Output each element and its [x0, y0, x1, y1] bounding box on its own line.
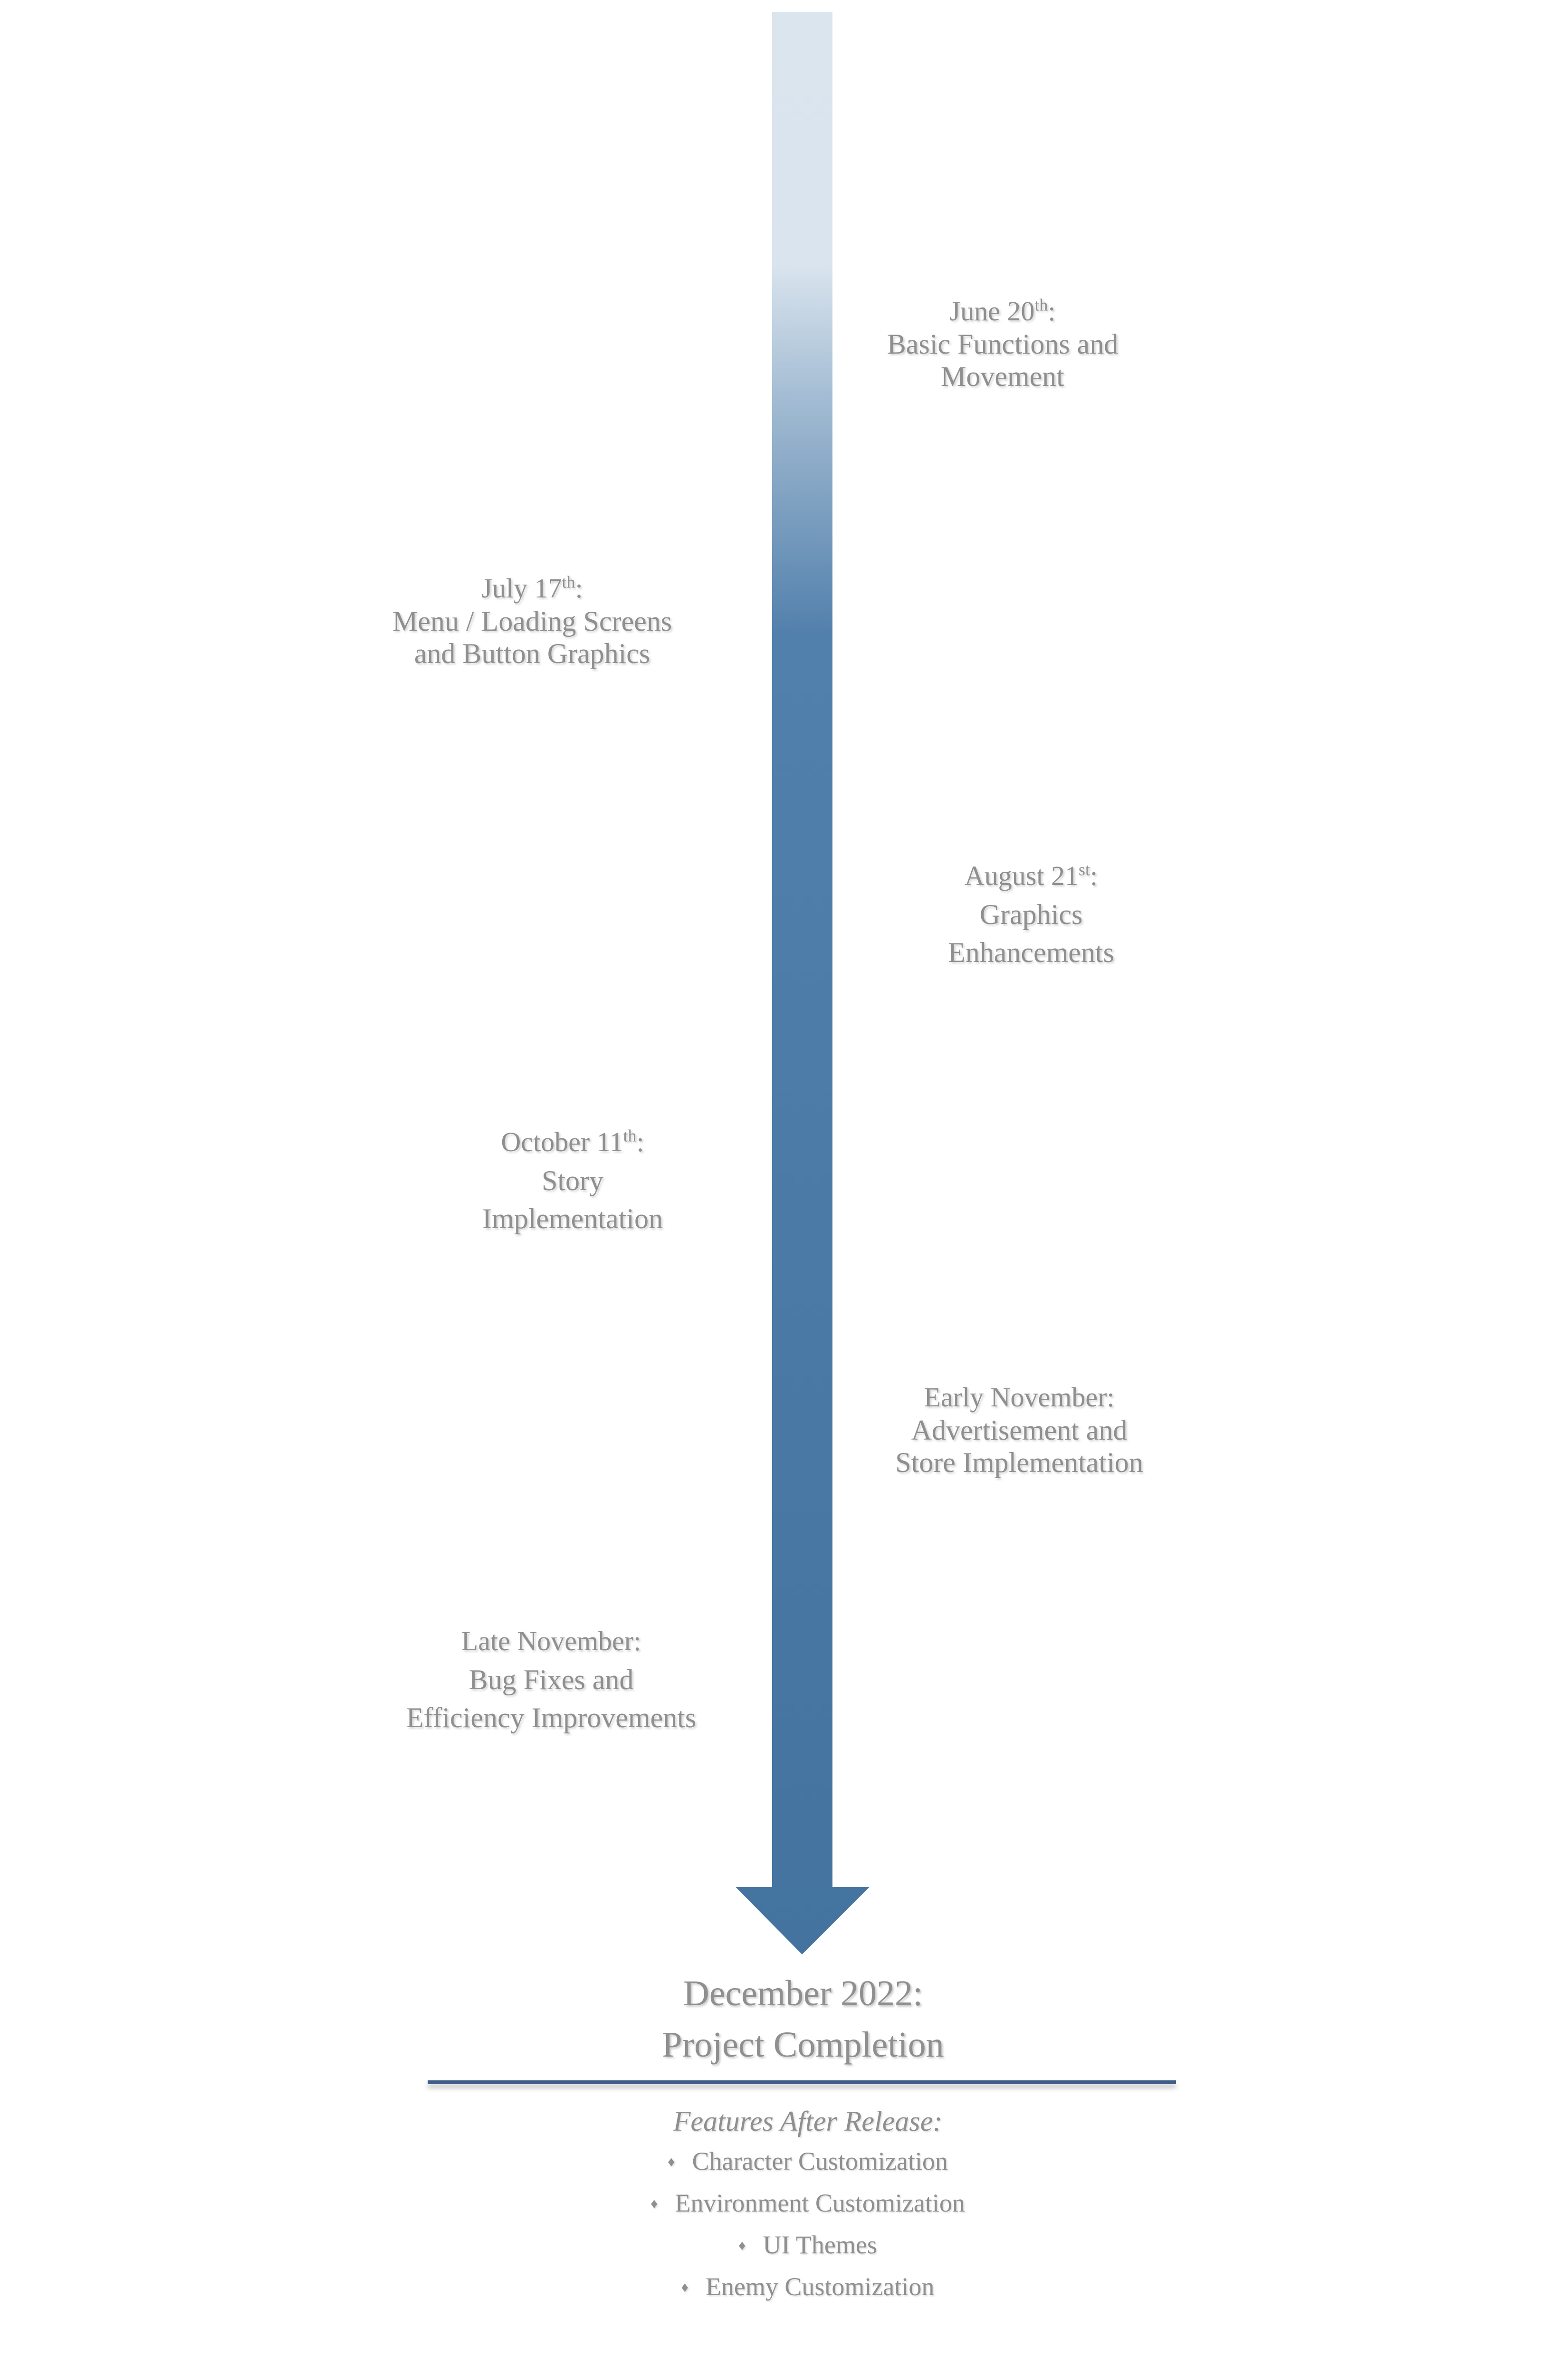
milestone-october: October 11th: Story Implementation: [442, 1125, 703, 1235]
feature-text: UI Themes: [763, 2231, 877, 2260]
milestone-desc-line: Store Implementation: [895, 1447, 1143, 1478]
list-item: ♦ Character Customization: [546, 2142, 1069, 2184]
milestone-date: July 17th:: [481, 572, 583, 604]
milestone-june: June 20th: Basic Functions and Movement: [855, 295, 1150, 393]
divider-line: [428, 2080, 1176, 2084]
timeline-arrow-shape: [736, 12, 870, 1954]
feature-text: Enemy Customization: [705, 2272, 935, 2301]
milestone-date: October 11th:: [501, 1126, 644, 1157]
completion-label: Project Completion: [662, 2025, 944, 2065]
list-item: ♦ Environment Customization: [546, 2184, 1069, 2225]
milestone-early-november: Early November: Advertisement and Store …: [865, 1381, 1174, 1479]
milestone-desc-line: Enhancements: [948, 937, 1114, 968]
milestone-desc-line: Efficiency Improvements: [406, 1702, 697, 1733]
feature-text: Environment Customization: [675, 2189, 965, 2218]
features-heading: Features After Release:: [673, 2106, 943, 2137]
diamond-bullet-icon: ♦: [668, 2154, 675, 2170]
list-item: ♦ Enemy Customization: [546, 2267, 1069, 2309]
milestone-july: July 17th: Menu / Loading Screens and Bu…: [366, 572, 698, 670]
milestone-august: August 21st: Graphics Enhancements: [903, 859, 1159, 969]
milestone-desc-line: Graphics: [979, 899, 1083, 930]
diamond-bullet-icon: ♦: [650, 2196, 658, 2212]
milestone-date: Early November:: [924, 1382, 1115, 1413]
diamond-bullet-icon: ♦: [681, 2280, 688, 2296]
milestone-desc-line: Menu / Loading Screens: [392, 606, 672, 637]
milestone-late-november: Late November: Bug Fixes and Efficiency …: [371, 1625, 732, 1734]
diamond-bullet-icon: ♦: [738, 2238, 746, 2254]
features-after-release: Features After Release: ♦ Character Custo…: [546, 2101, 1069, 2309]
milestone-date: Late November:: [461, 1626, 641, 1656]
features-list: ♦ Character Customization ♦ Environment Cu…: [546, 2142, 1069, 2309]
milestone-desc-line: Movement: [941, 361, 1064, 392]
milestone-desc-line: Story: [541, 1165, 604, 1196]
milestone-desc-line: Advertisement and: [911, 1414, 1128, 1446]
list-item: ♦ UI Themes: [546, 2225, 1069, 2267]
milestone-desc-line: Basic Functions and: [887, 328, 1119, 360]
feature-text: Character Customization: [692, 2147, 948, 2175]
milestone-date: August 21st:: [964, 860, 1098, 891]
milestone-date: June 20th:: [949, 295, 1056, 327]
milestone-desc-line: Bug Fixes and: [468, 1664, 634, 1695]
completion-date: December 2022:: [683, 1973, 923, 2013]
milestone-desc-line: and Button Graphics: [414, 638, 650, 669]
milestone-desc-line: Implementation: [482, 1203, 663, 1234]
project-completion: December 2022: Project Completion: [594, 1968, 1012, 2070]
